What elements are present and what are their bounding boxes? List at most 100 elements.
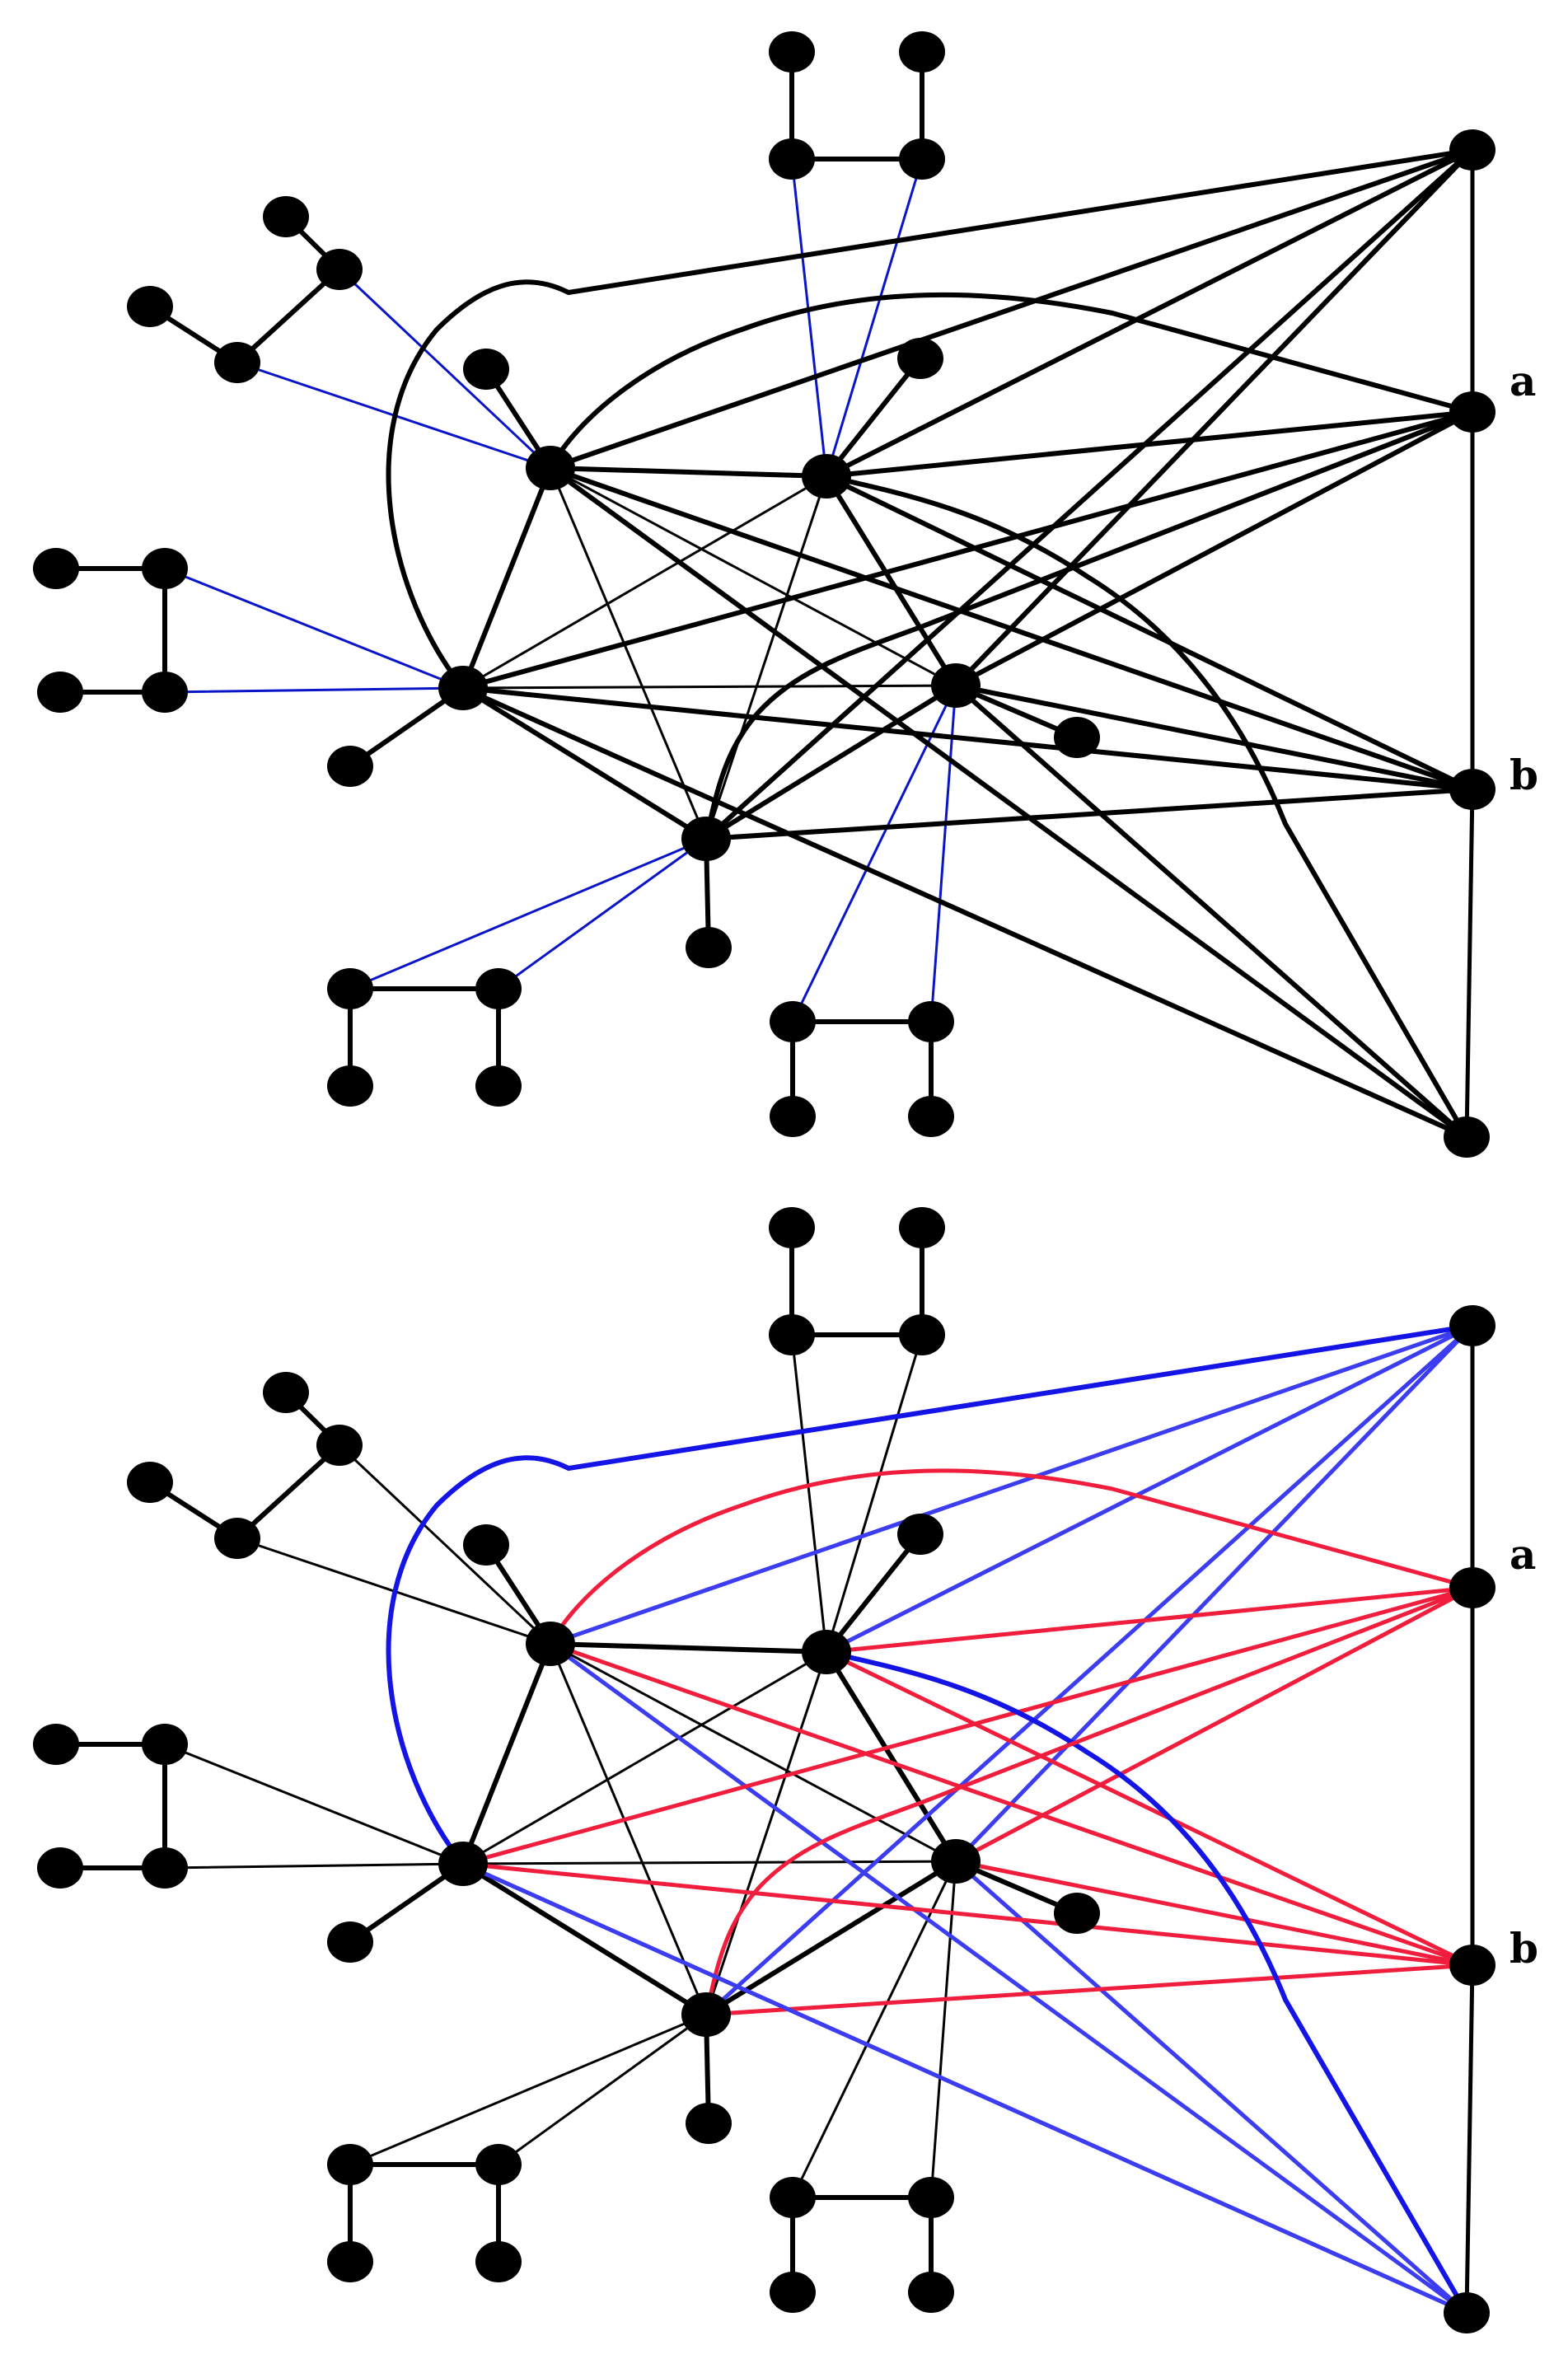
- top-label-a: a: [1509, 357, 1536, 405]
- top-node-s1: [327, 968, 373, 1009]
- top-edge-B-Rb: [824, 474, 1475, 792]
- bot-edge-A-D: [461, 1641, 553, 1866]
- top-node-E_leaf: [686, 927, 732, 968]
- top-node-T: [1449, 129, 1495, 171]
- bot-node-r3: [37, 1847, 83, 1889]
- top-node-A_leaf: [463, 349, 509, 390]
- bot-node-p4: [214, 1518, 260, 1559]
- bot-edge-p2-p4: [235, 1443, 342, 1541]
- top-node-s2: [475, 968, 522, 1009]
- bot-node-Bo: [1444, 2292, 1490, 2333]
- top-node-r2: [142, 548, 188, 589]
- top-node-u2: [908, 1001, 954, 1042]
- top-edge-D-C: [461, 684, 957, 690]
- bot-node-q4: [899, 1314, 945, 1355]
- top-node-E: [681, 817, 731, 861]
- top-edge-B-T: [824, 147, 1475, 479]
- bottom-graph-panel: a b: [33, 1207, 1538, 2333]
- top-edge-u2-C: [929, 684, 957, 1023]
- top-edge-A-D: [461, 466, 553, 690]
- top-edge-curve-A-Ra: [548, 292, 1475, 470]
- top-edge-A-Rb: [548, 466, 1475, 792]
- top-node-p3: [127, 286, 173, 327]
- top-edge-A-B: [548, 466, 829, 479]
- bot-edge-D-Ra: [461, 1585, 1475, 1866]
- bot-edge-D-C: [461, 1860, 957, 1865]
- bot-node-u2: [908, 2177, 954, 2218]
- top-node-q4: [899, 138, 945, 180]
- bot-edge-A-C: [549, 1642, 957, 1863]
- top-edge-s2-E: [497, 837, 708, 990]
- top-edge-curve-B-Bo: [824, 474, 1469, 1140]
- top-edge-B-D: [461, 475, 828, 690]
- top-node-p4: [214, 342, 260, 383]
- top-label-b: b: [1509, 751, 1538, 799]
- top-edge-p2-A: [338, 268, 552, 470]
- top-edge-C-T: [953, 147, 1475, 688]
- top-node-Bo: [1444, 1116, 1490, 1158]
- top-node-p1: [263, 196, 309, 237]
- top-node-u3: [770, 1096, 816, 1137]
- bot-edge-C-T: [953, 1323, 1475, 1864]
- top-edge-A-C: [549, 466, 957, 687]
- top-edge-A-T: [548, 147, 1475, 470]
- bot-node-E_leaf: [686, 2103, 732, 2144]
- bot-edge-C-Ra: [953, 1585, 1475, 1864]
- bot-edge-A-B: [548, 1641, 829, 1655]
- bot-node-A: [526, 1622, 575, 1666]
- bot-edge-u1-C: [791, 1860, 957, 2199]
- bot-edge-A-Rb: [548, 1641, 1475, 1968]
- bot-node-q2: [899, 1207, 945, 1248]
- bot-node-r2: [142, 1724, 188, 1765]
- bottom-label-b: b: [1509, 1924, 1538, 1973]
- bottom-label-a: a: [1509, 1530, 1536, 1579]
- bot-node-s3: [327, 2241, 373, 2282]
- bot-edge-curve-D-Bo-2: [461, 1861, 1469, 2315]
- bot-edge-s2-E: [497, 2013, 708, 2166]
- bot-edge-curve-E-Ra: [704, 1585, 1475, 2017]
- bot-node-D: [438, 1842, 488, 1886]
- top-edge-A-Bo: [548, 466, 1469, 1140]
- top-edge-B-Ra: [824, 410, 1475, 479]
- bot-node-u1: [770, 2177, 816, 2218]
- top-edge-E-Rb: [704, 787, 1475, 841]
- top-node-r4: [142, 672, 188, 713]
- bot-edge-B-Rb: [824, 1650, 1475, 1968]
- top-edge-B-C: [824, 474, 958, 688]
- top-edge-r4-D: [163, 686, 465, 694]
- bot-edge-s1-E: [349, 2013, 708, 2166]
- top-node-D_leaf: [327, 746, 373, 787]
- top-node-B: [802, 454, 851, 498]
- top-edge-curve-E-Ra: [704, 410, 1475, 841]
- bot-node-q1: [769, 1207, 815, 1248]
- bot-edge-r2-D: [163, 1743, 465, 1865]
- bot-edge-r4-D: [163, 1862, 465, 1870]
- bot-edge-curve-B-Bo: [824, 1650, 1469, 2315]
- bot-node-C: [931, 1839, 981, 1884]
- top-node-C: [931, 663, 981, 708]
- bot-edge-spine-b-bo: [1464, 1963, 1475, 2315]
- top-node-B_leaf: [897, 338, 943, 379]
- top-edge-A-E: [549, 466, 708, 840]
- top-edge-B-E: [704, 475, 828, 840]
- bot-edge-C-Bo: [953, 1859, 1469, 2315]
- bot-node-Rb: [1449, 1945, 1495, 1986]
- bot-edge-A-Bo: [548, 1641, 1469, 2315]
- bot-edge-p2-A: [338, 1444, 552, 1645]
- bot-node-u3: [770, 2272, 816, 2313]
- bot-edge-q3-B: [790, 1333, 828, 1654]
- bot-edge-curve-D-T: [386, 1323, 1475, 1866]
- top-edge-D-E: [461, 686, 709, 841]
- bot-node-p1: [263, 1372, 309, 1413]
- bot-node-Ra: [1449, 1567, 1495, 1608]
- top-edge-B-leaf: [824, 356, 923, 479]
- bot-node-s1: [327, 2144, 373, 2185]
- top-node-s4: [475, 1065, 522, 1107]
- bot-edge-curve-A-Ra: [548, 1468, 1475, 1646]
- bot-node-p2: [316, 1425, 363, 1466]
- bot-edge-B-leaf: [824, 1532, 923, 1655]
- bot-node-A_leaf: [463, 1524, 509, 1566]
- bot-edge-B-C: [824, 1650, 958, 1864]
